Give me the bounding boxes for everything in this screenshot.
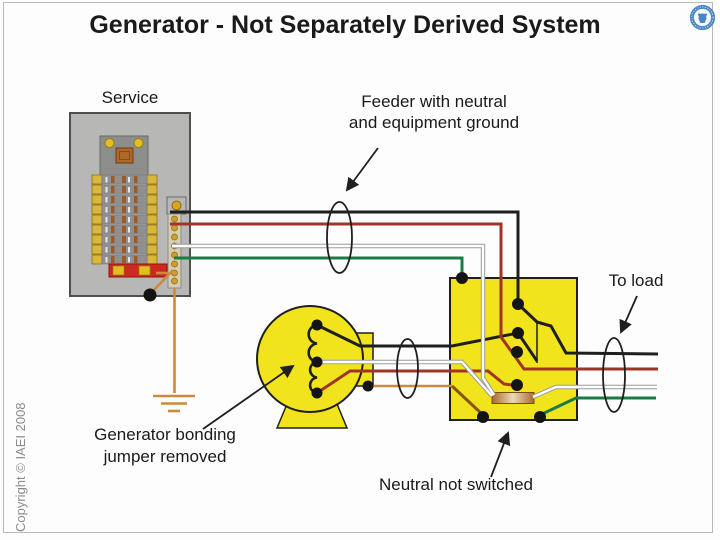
iaei-logo-icon [689, 4, 716, 31]
junction-dots [143, 272, 546, 423]
bonding-arrow [202, 364, 295, 430]
neutral-arrow [490, 431, 511, 478]
switch-neutral-bar [491, 392, 535, 404]
service-label: Service [101, 88, 159, 107]
cable-ellipses [326, 201, 626, 413]
to-load-label: To load [608, 271, 664, 290]
feeder-label-line2: and equipment ground [348, 113, 520, 132]
service-panel [69, 112, 191, 297]
breaker-row [91, 204, 158, 215]
bus-lug [138, 265, 151, 276]
bus-lug [112, 265, 125, 276]
feeder-label: Feeder with neutral and equipment ground [330, 91, 538, 133]
breaker-row [91, 214, 158, 225]
green-ground-wires [174, 256, 656, 417]
breaker-row [91, 254, 158, 265]
bonding-label-line2: jumper removed [103, 447, 227, 466]
to-load-arrow [619, 295, 638, 334]
switch-generator-terminal [511, 379, 523, 391]
switch-utility-terminal [512, 298, 524, 310]
copyright-text: Copyright © IAEI 2008 [13, 402, 28, 532]
switch-bottom-terminal [534, 411, 546, 423]
generator-frame-terminal [362, 380, 374, 392]
neutral-bar-screw [171, 277, 178, 285]
switch-contact [512, 327, 524, 339]
feeder-label-line1: Feeder with neutral [361, 92, 507, 111]
breaker-row [91, 244, 158, 255]
switch-bottom-terminal [477, 411, 489, 423]
breaker-row [91, 174, 158, 185]
neutral-bar-screw [171, 260, 178, 268]
generator-cable-ellipse [396, 338, 419, 399]
black-hot-wires [170, 210, 659, 363]
neutral-bar-screw [171, 233, 178, 241]
bonding-screw [171, 200, 182, 211]
main-breaker-handle [115, 147, 134, 164]
panel-bond-dot [143, 288, 157, 302]
page-title: Generator - Not Separately Derived Syste… [89, 11, 601, 39]
lug-left [104, 138, 115, 148]
generator [256, 305, 374, 429]
winding-terminal [311, 319, 323, 331]
breaker-row [91, 184, 158, 195]
feeder-cable-ellipse [326, 201, 353, 274]
neutral-bar-screw [171, 215, 178, 223]
neutral-bar-screw [171, 224, 178, 232]
switch-ground-terminal [456, 272, 468, 284]
switch-blade-to-load [516, 302, 659, 356]
neutral-not-switched-label: Neutral not switched [378, 475, 534, 494]
main-breaker-detail [119, 151, 130, 160]
bonding-label-line1: Generator bonding [94, 425, 236, 444]
winding-terminal [311, 356, 323, 368]
feeder-arrow [345, 147, 379, 192]
breaker-row [91, 194, 158, 205]
red-hot-wires [170, 222, 658, 395]
annotation-arrows [202, 147, 638, 478]
switch-contact [511, 346, 523, 358]
load-cable-ellipse [602, 337, 626, 413]
neutral-wires [172, 244, 657, 399]
neutral-wire-casing [172, 243, 657, 400]
breaker-row [91, 234, 158, 245]
logo-keystone-icon [697, 13, 708, 23]
lug-right [133, 138, 144, 148]
bonding-jumper-label: Generator bonding jumper removed [72, 424, 258, 468]
winding-terminal [311, 387, 323, 399]
logo-text-ring [691, 6, 714, 29]
equipment-bond-wire [450, 384, 485, 417]
grounding-electrode-conductor [151, 269, 452, 413]
breaker-row [91, 224, 158, 235]
